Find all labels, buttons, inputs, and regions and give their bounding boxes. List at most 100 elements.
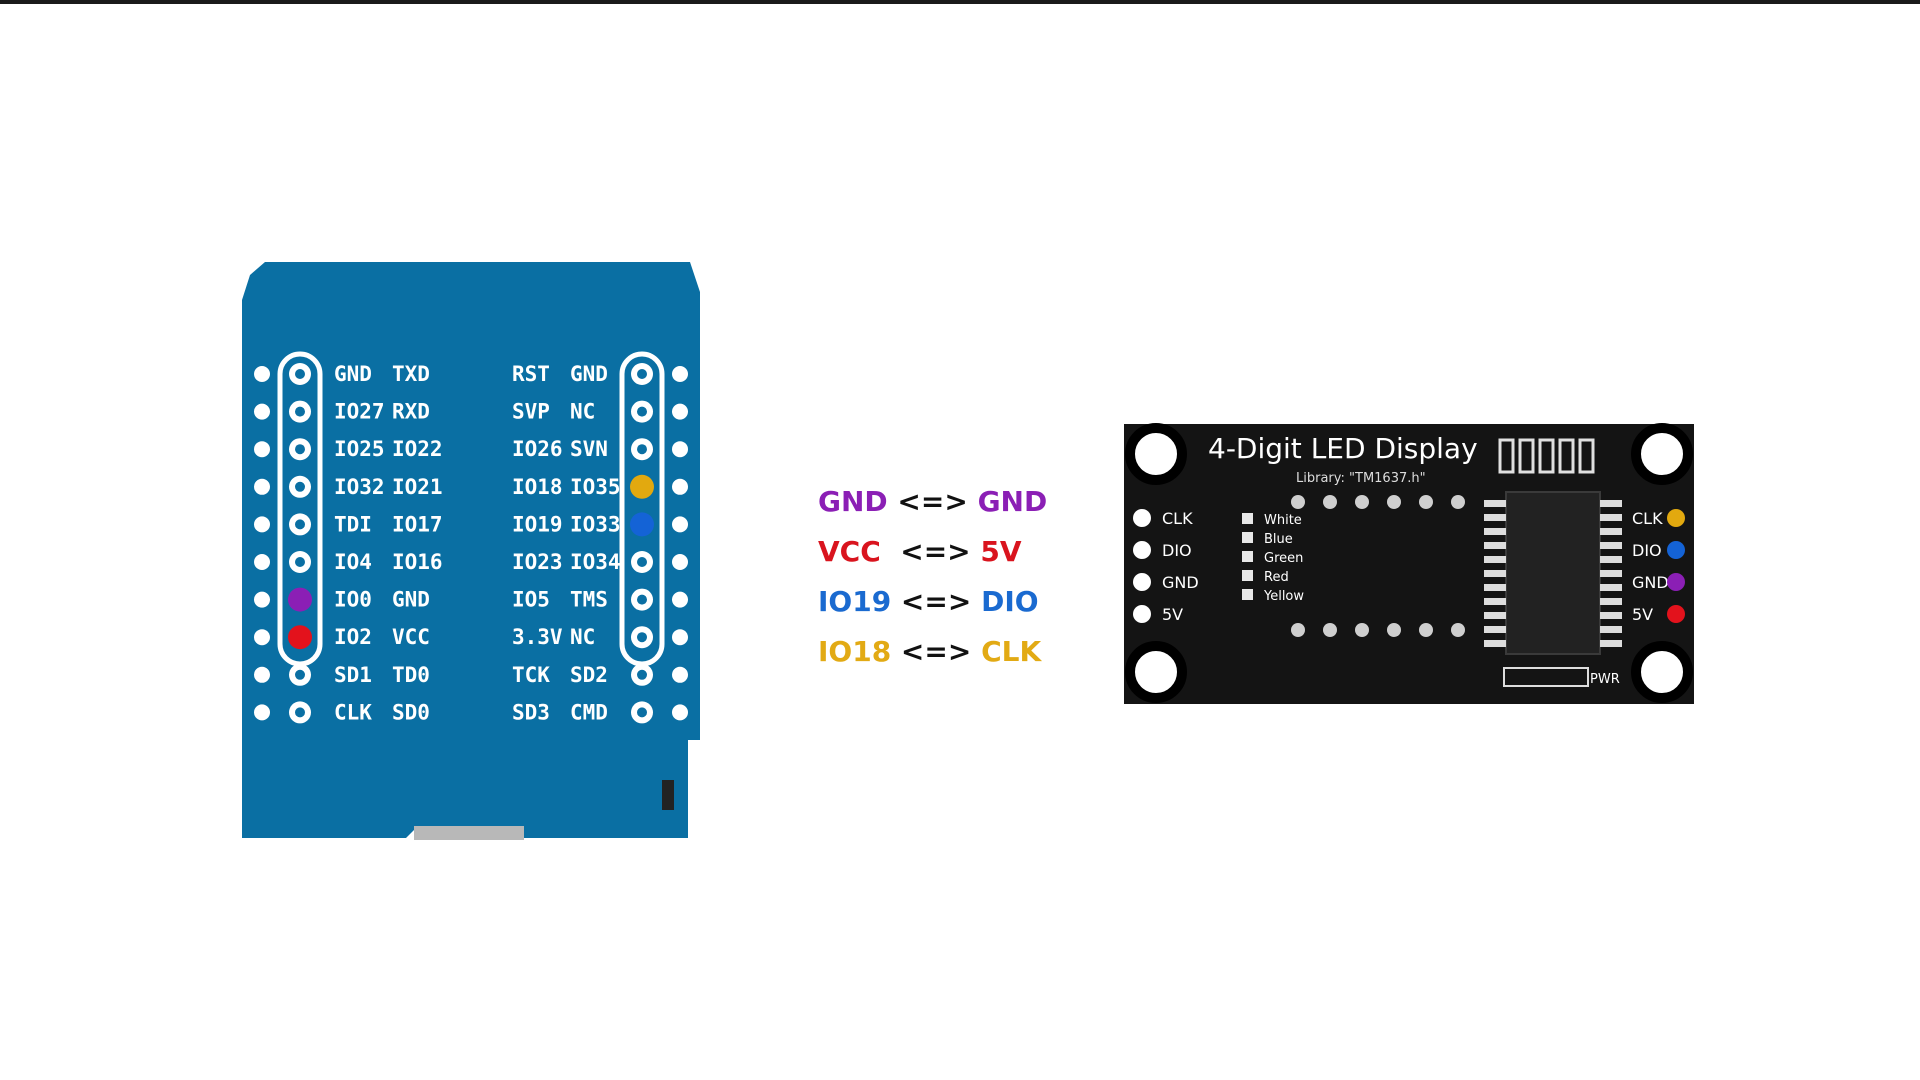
pin-hole-center — [637, 444, 647, 455]
display-pin-name: 5V — [980, 535, 1022, 568]
esp32-pin-label: IO35 — [570, 475, 621, 499]
display-pin-name: DIO — [981, 585, 1039, 618]
pin-hole-outer-right — [672, 516, 688, 533]
pin-hole-outer-right — [672, 629, 688, 646]
top-border — [0, 0, 1920, 4]
esp32-pin-label: TD0 — [392, 663, 430, 687]
esp32-pin-label: SVN — [570, 437, 608, 461]
connection-arrow: <=> — [887, 485, 978, 518]
esp32-pin-label: GND — [392, 588, 430, 612]
esp32-pin-label: CLK — [334, 700, 372, 724]
pin-hole-outer-right — [672, 666, 688, 683]
pin-hole-outer-left — [254, 591, 270, 608]
display-pin-name: CLK — [981, 635, 1042, 668]
esp32-pin-name: IO19 — [818, 585, 892, 618]
pin-hole-center — [637, 557, 647, 567]
pin-hole-center — [295, 369, 305, 379]
pin-hole-center — [295, 669, 305, 680]
side-button — [662, 780, 674, 810]
pin-hole-center — [295, 557, 305, 567]
esp32-pin-label: GND — [570, 362, 608, 386]
esp32-pin-label: TCK — [512, 663, 550, 687]
esp32-pin-label: IO18 — [512, 475, 563, 499]
esp32-pin-name: VCC — [818, 535, 891, 568]
esp32-pin-name: IO18 — [818, 635, 892, 668]
esp32-pin-label: IO2 — [334, 625, 372, 649]
esp32-pin-label: IO33 — [570, 512, 621, 536]
esp32-pin-label: NC — [570, 625, 595, 649]
pin-hole-center — [637, 632, 647, 643]
esp32-pin-label: SD3 — [512, 700, 550, 724]
esp32-pin-label: IO22 — [392, 437, 443, 461]
esp32-pin-label: 3.3V — [512, 625, 563, 649]
connection-row: GND <=> GND — [818, 480, 1058, 530]
connection-row: VCC <=> 5V — [818, 530, 1058, 580]
esp32-pin-name: GND — [818, 485, 888, 518]
esp32-pin-label: SD0 — [392, 700, 430, 724]
connection-arrow: <=> — [891, 635, 982, 668]
pin-hole-center — [295, 481, 305, 492]
esp32-pin-label: TDI — [334, 512, 372, 536]
display-pin-name: GND — [977, 485, 1048, 518]
esp32-pin-label: IO16 — [392, 550, 443, 574]
pin-hole-outer-left — [254, 516, 270, 533]
pin-hole-center — [637, 669, 647, 680]
pin-hole-center — [637, 406, 647, 417]
esp32-pin-label: IO17 — [392, 512, 443, 536]
esp32-pin-label: IO26 — [512, 437, 563, 461]
esp32-pin-label: VCC — [392, 625, 430, 649]
pin-hole-center — [295, 406, 305, 417]
pin-hole-center — [295, 519, 305, 530]
connection-arrow: <=> — [891, 585, 982, 618]
esp32-pin-label: SVP — [512, 400, 550, 424]
marked-pin-dot — [288, 587, 312, 612]
esp32-pin-label: IO0 — [334, 588, 372, 612]
esp32-pin-label: IO25 — [334, 437, 385, 461]
pin-hole-outer-right — [672, 554, 688, 570]
connection-row: IO19 <=> DIO — [818, 580, 1058, 630]
pin-hole-outer-left — [254, 666, 270, 683]
esp32-pin-label: IO5 — [512, 588, 550, 612]
pin-hole-outer-right — [672, 478, 688, 495]
connection-row: IO18 <=> CLK — [818, 630, 1058, 680]
esp32-pin-label: TXD — [392, 362, 430, 386]
esp32-pin-label: IO21 — [392, 475, 443, 499]
marked-pin-dot — [630, 474, 654, 499]
pin-hole-outer-left — [254, 629, 270, 646]
esp32-pin-label: IO27 — [334, 400, 385, 424]
pin-hole-outer-left — [254, 441, 270, 458]
esp32-pin-label: RST — [512, 362, 550, 386]
esp32-pin-label: IO32 — [334, 475, 385, 499]
esp32-pin-label: NC — [570, 400, 595, 424]
esp32-pcb — [242, 262, 700, 838]
esp32-pin-label: IO19 — [512, 512, 563, 536]
connection-arrow: <=> — [890, 535, 981, 568]
esp32-pin-label: TMS — [570, 588, 608, 612]
marked-pin-dot — [630, 512, 654, 537]
pin-hole-center — [637, 369, 647, 379]
pin-hole-outer-left — [254, 554, 270, 570]
marked-pin-dot — [288, 625, 312, 650]
pin-hole-outer-right — [672, 591, 688, 608]
pin-hole-outer-right — [672, 366, 688, 382]
esp32-pin-label: CMD — [570, 700, 608, 724]
esp32-pin-label: GND — [334, 362, 372, 386]
esp32-pin-label: IO4 — [334, 550, 372, 574]
pin-hole-center — [637, 707, 647, 718]
pin-hole-outer-right — [672, 403, 688, 420]
esp32-pin-label: IO34 — [570, 550, 621, 574]
esp32-pin-label: SD1 — [334, 663, 372, 687]
pin-hole-outer-right — [672, 704, 688, 721]
usb-port — [414, 826, 524, 840]
esp32-pin-label: RXD — [392, 400, 430, 424]
esp32-pin-label: SD2 — [570, 663, 608, 687]
pin-hole-center — [637, 594, 647, 605]
esp32-pin-label: IO23 — [512, 550, 563, 574]
pin-hole-outer-left — [254, 478, 270, 495]
pin-hole-outer-left — [254, 403, 270, 420]
pin-hole-center — [295, 707, 305, 718]
pin-hole-center — [295, 444, 305, 455]
